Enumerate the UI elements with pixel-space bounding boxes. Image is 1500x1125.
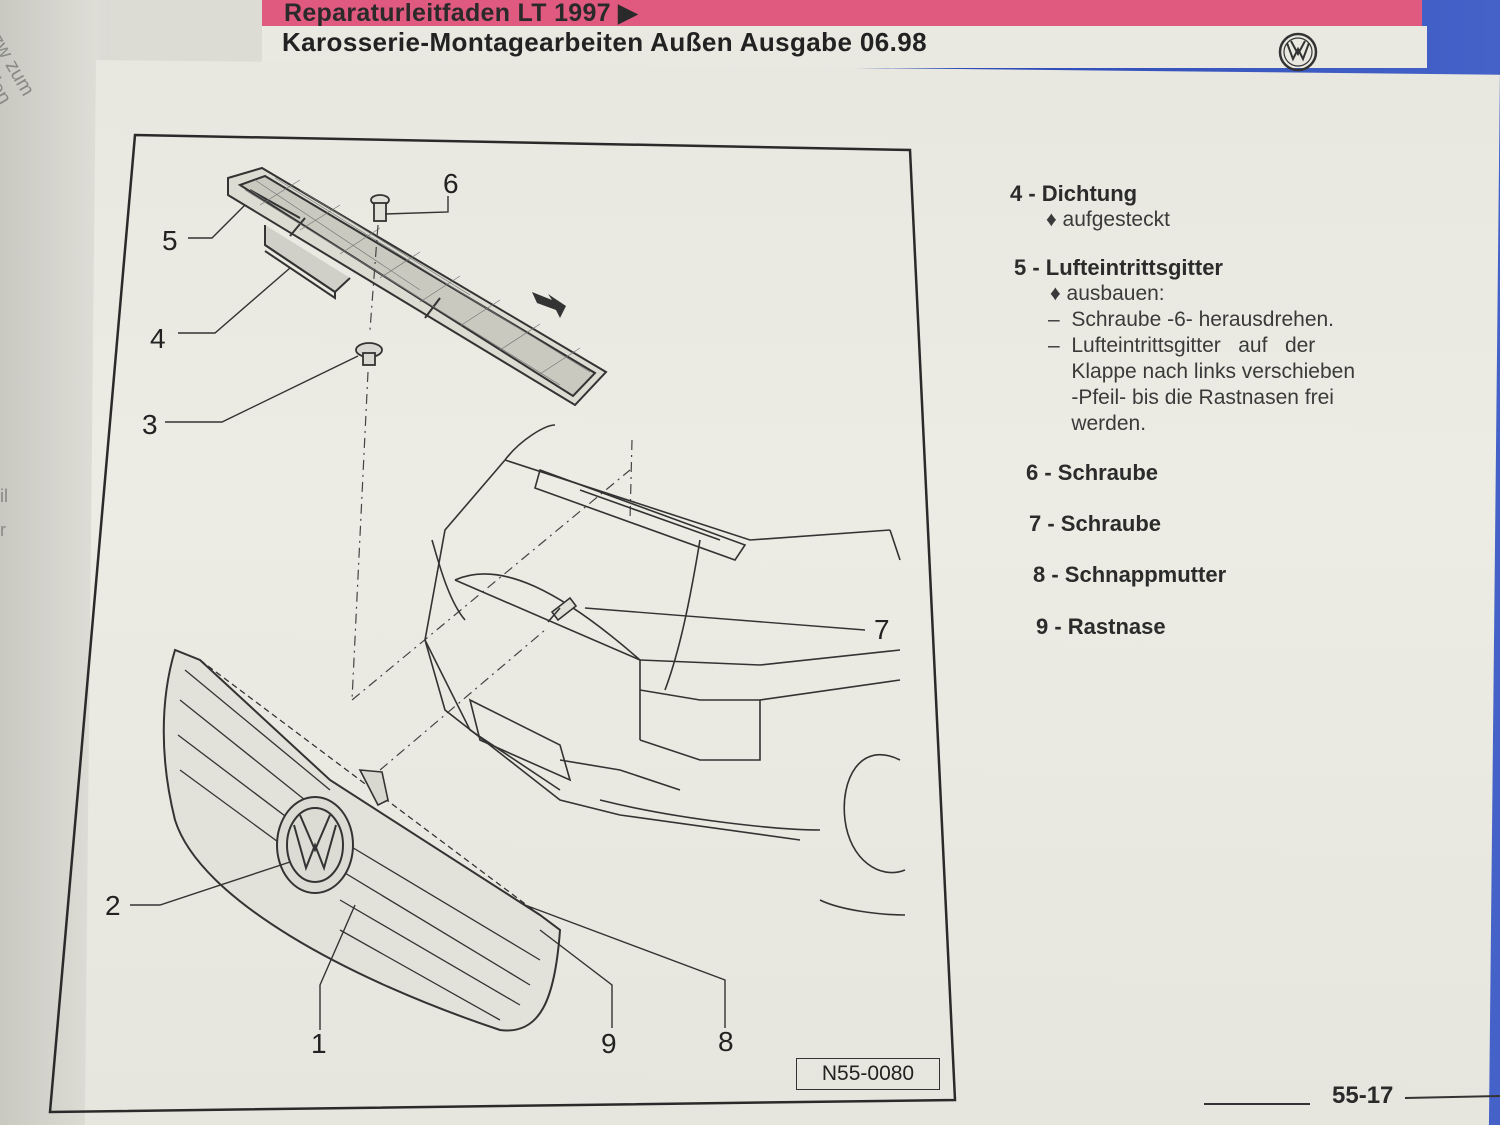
vw-logo-icon bbox=[1278, 32, 1318, 72]
legend-title: 6 - Schraube bbox=[1026, 460, 1159, 485]
legend-line: ♦ aufgesteckt bbox=[1046, 208, 1170, 231]
legend-title: 5 - Lufteintrittsgitter bbox=[1014, 255, 1223, 280]
callout-3: 3 bbox=[142, 409, 158, 440]
legend-line: -Pfeil- bis die Rastnasen frei bbox=[1048, 386, 1334, 409]
header-tab bbox=[262, 0, 1422, 26]
page-edge bbox=[108, 0, 264, 70]
legend-title: 9 - Rastnase bbox=[1036, 614, 1166, 639]
legend-item-5: 5 - Lufteintrittsgitter ♦ ausbauen: – Sc… bbox=[1014, 255, 1355, 437]
legend-title: 7 - Schraube bbox=[1029, 511, 1162, 536]
van-front bbox=[424, 424, 906, 916]
legend-line: ♦ ausbauen: bbox=[1050, 282, 1165, 305]
callout-9: 9 bbox=[601, 1028, 617, 1059]
callout-7: 7 bbox=[874, 614, 890, 645]
left-page-fragment: r bbox=[0, 520, 6, 540]
snap-nut-8 bbox=[358, 769, 389, 807]
callout-5: 5 bbox=[162, 225, 178, 256]
screw-6 bbox=[370, 194, 390, 222]
callout-4: 4 bbox=[150, 323, 166, 354]
figure-id: N55-0080 bbox=[796, 1058, 940, 1090]
callout-2: 2 bbox=[105, 890, 121, 921]
legend-title: 8 - Schnappmutter bbox=[1033, 562, 1227, 587]
section-title: Karosserie-Montagearbeiten Außen Ausgabe… bbox=[282, 27, 927, 57]
legend-item-8: 8 - Schnappmutter bbox=[1033, 562, 1226, 588]
snap-clip-3 bbox=[355, 342, 383, 366]
callout-1: 1 bbox=[311, 1028, 327, 1059]
radiator-grille bbox=[162, 648, 562, 1032]
legend-item-6: 6 - Schraube bbox=[1026, 460, 1158, 486]
legend-item-9: 9 - Rastnase bbox=[1036, 614, 1166, 640]
air-intake-grille bbox=[227, 166, 608, 407]
diagram-frame bbox=[48, 133, 957, 1114]
legend-line: werden. bbox=[1048, 412, 1147, 435]
page-number: 55-17 bbox=[1332, 1082, 1394, 1109]
legend-line: – Schraube -6- herausdrehen. bbox=[1048, 308, 1335, 331]
callout-6: 6 bbox=[443, 168, 459, 199]
manual-title: Reparaturleitfaden LT 1997 ▶ bbox=[284, 0, 638, 27]
legend-item-7: 7 - Schraube bbox=[1029, 511, 1161, 537]
direction-arrow bbox=[532, 292, 566, 318]
callout-8: 8 bbox=[718, 1026, 734, 1057]
screw-7 bbox=[547, 596, 578, 623]
left-page-fragment: il bbox=[0, 486, 8, 506]
legend-line: Klappe nach links verschieben bbox=[1048, 360, 1356, 383]
leader-lines bbox=[130, 196, 866, 1030]
footer-rule bbox=[1204, 1095, 1500, 1105]
legend-line: – Lufteintrittsgitter auf der bbox=[1048, 334, 1316, 357]
legend-item-4: 4 - Dichtung ♦ aufgesteckt bbox=[1010, 181, 1170, 233]
header-strip bbox=[262, 26, 1427, 68]
legend-title: 4 - Dichtung bbox=[1010, 181, 1138, 206]
